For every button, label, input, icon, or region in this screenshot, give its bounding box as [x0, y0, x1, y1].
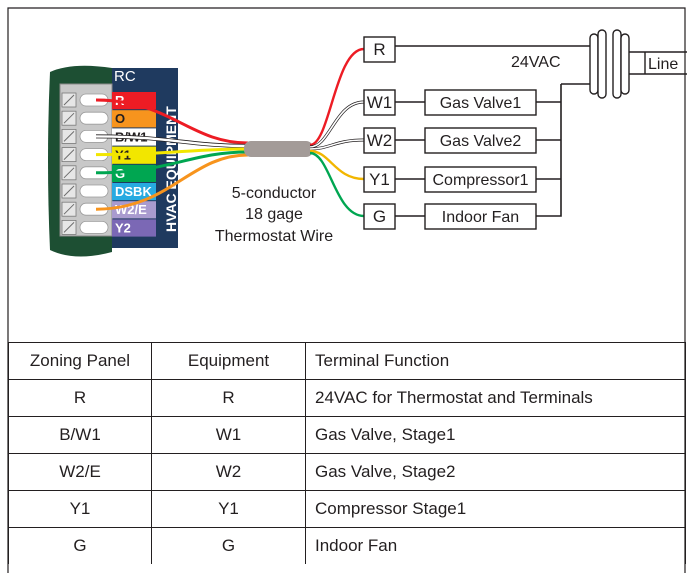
table-cell-equipment: Y1: [151, 490, 306, 528]
table-cell-equipment: W2: [151, 453, 306, 491]
device-label-gas-valve2: Gas Valve2: [440, 133, 522, 150]
table-cell-function: Gas Valve, Stage2: [305, 453, 686, 491]
line-label: Line: [648, 56, 678, 73]
common-bus: [536, 84, 562, 217]
table-row: B/W1 W1 Gas Valve, Stage1: [8, 416, 686, 454]
table-header-row: Zoning Panel Equipment Terminal Function: [8, 342, 686, 380]
transformer-leads: [395, 45, 590, 85]
terminal-screw-slot-r: [63, 94, 75, 106]
equip-terminal-label-w1: W1: [367, 93, 393, 112]
device-box-compressor1: [424, 166, 537, 193]
transformer-coil-4: [620, 33, 630, 95]
panel-wires: [95, 98, 249, 211]
wire-g: [95, 150, 249, 175]
transformer: [589, 29, 687, 99]
table-cell-function: Compressor Stage1: [305, 490, 686, 528]
terminal-screw-slot-w2-e: [63, 203, 75, 215]
diagram-border: [7, 7, 686, 573]
table-header-equipment: Equipment: [151, 342, 306, 380]
table-cell-equipment: W1: [151, 416, 306, 454]
table-row: R R 24VAC for Thermostat and Terminals: [8, 379, 686, 417]
wire-w2-e: [95, 153, 249, 211]
equip-terminal-box-r: [363, 36, 396, 63]
thermostat-cable: [244, 141, 313, 157]
terminal-label-dsbk: DSBK: [115, 184, 152, 199]
table-cell-function: Indoor Fan: [305, 527, 686, 564]
terminal-color-r: [112, 92, 156, 110]
terminal-clamp-o: [79, 111, 109, 125]
device-box-indoor-fan: [424, 203, 537, 230]
wire-y1: [95, 147, 249, 157]
table-cell-zoning-panel: Y1: [8, 490, 152, 528]
wire-b-w1: [95, 135, 249, 148]
table-cell-zoning-panel: B/W1: [8, 416, 152, 454]
line-leads: [629, 51, 645, 75]
equip-wire-w1: [309, 101, 365, 148]
transformer-coil-1: [589, 33, 599, 95]
equip-terminal-label-g: G: [373, 207, 386, 226]
transformer-coil-3: [612, 29, 622, 99]
table-cell-zoning-panel: G: [8, 527, 152, 564]
table-header-zoning-panel: Zoning Panel: [8, 342, 152, 380]
terminal-screw-slot-y2: [63, 222, 75, 233]
table-cell-function: 24VAC for Thermostat and Terminals: [305, 379, 686, 417]
terminal-screw-slot-g: [63, 167, 75, 179]
panel-header: RC: [114, 68, 136, 85]
table-row: G G Indoor Fan: [8, 527, 686, 564]
terminal-clamp-dsbk: [79, 184, 109, 198]
table-row: Y1 Y1 Compressor Stage1: [8, 490, 686, 528]
table-cell-function: Gas Valve, Stage1: [305, 416, 686, 454]
equip-terminal-label-y1: Y1: [369, 170, 390, 189]
equip-terminal-box-y1: [363, 166, 396, 193]
terminal-label-o: O: [115, 111, 125, 126]
cable-label-line1: 5-conductor: [232, 185, 317, 202]
equip-terminal-label-r: R: [373, 40, 385, 59]
terminal-screw-slot-o: [63, 112, 75, 124]
terminal-screw-slot-y1: [63, 149, 75, 160]
equip-wire-g: [309, 151, 365, 218]
equip-wire-w2: [309, 139, 365, 150]
device-label-gas-valve1: Gas Valve1: [440, 95, 522, 112]
cable-label-line2: 18 gage: [245, 206, 303, 223]
cable-label-line3: Thermostat Wire: [215, 228, 333, 245]
table-cell-equipment: G: [151, 527, 306, 564]
table-cell-equipment: R: [151, 379, 306, 417]
equip-terminal-label-w2: W2: [367, 131, 393, 150]
terminal-color-y2: [112, 219, 156, 237]
terminal-clamp-y2: [79, 220, 109, 234]
transformer-coil-2: [597, 29, 607, 99]
table-cell-zoning-panel: W2/E: [8, 453, 152, 491]
terminal-color-dsbk: [112, 183, 156, 201]
equip-wire-y1: [309, 149, 365, 181]
table-cell-zoning-panel: R: [8, 379, 152, 417]
device-label-indoor-fan: Indoor Fan: [442, 209, 519, 226]
terminal-label-y2: Y2: [115, 220, 131, 235]
table-header-terminal-function: Terminal Function: [305, 342, 686, 380]
terminal-block: [59, 83, 113, 237]
equip-terminal-box-w2: [363, 127, 396, 154]
terminal-screw-slot-dsbk: [63, 185, 75, 197]
device-label-compressor1: Compressor1: [432, 172, 528, 189]
transformer-label: 24VAC: [511, 54, 561, 71]
terminal-color-o: [112, 110, 156, 128]
panel-vertical-label: HVAC EQUIPMENT: [163, 106, 179, 232]
table-row: W2/E W2 Gas Valve, Stage2: [8, 453, 686, 491]
line-wires: [645, 51, 687, 75]
equipment-wires: [309, 47, 365, 218]
equip-wire-r: [309, 47, 365, 147]
terminal-screw-slot-b-w1: [63, 131, 75, 142]
terminal-table: Zoning Panel Equipment Terminal Function…: [8, 342, 686, 564]
wire-r: [95, 98, 249, 145]
